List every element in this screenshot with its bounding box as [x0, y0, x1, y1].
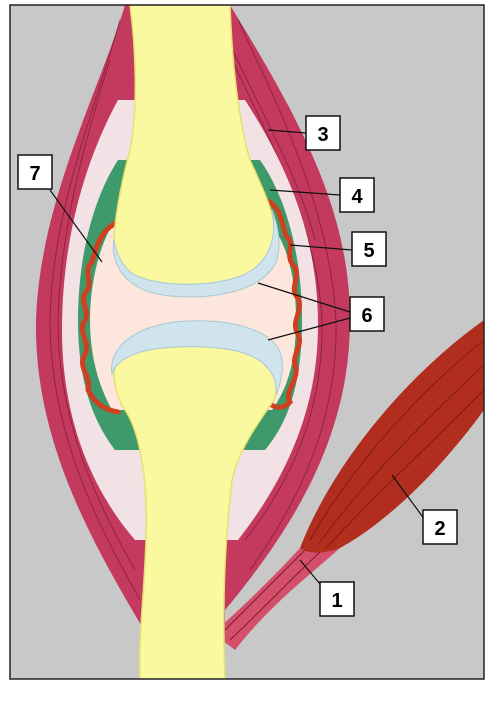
- label-4-text: 4: [351, 186, 363, 208]
- muscle-fibres: [309, 339, 484, 549]
- label-5: 5: [351, 231, 387, 267]
- label-3: 3: [305, 115, 341, 151]
- ligament-fibres: [49, 19, 337, 601]
- label-7: 7: [17, 154, 53, 190]
- label-3-text: 3: [317, 124, 328, 146]
- label-6: 6: [349, 296, 385, 332]
- label-1: 1: [319, 581, 355, 617]
- upper-cartilage: [112, 209, 280, 298]
- muscle: [300, 320, 484, 555]
- lower-cartilage: [111, 320, 283, 396]
- label-1-text: 1: [331, 590, 342, 612]
- synovial-membrane-right: [263, 197, 302, 410]
- label-6-text: 6: [361, 305, 372, 327]
- label-5-text: 5: [363, 240, 374, 262]
- label-2: 2: [422, 509, 458, 545]
- label-4: 4: [339, 177, 375, 213]
- synovial-membrane-left: [80, 219, 121, 415]
- leader-lines: [49, 129, 426, 591]
- frame-border: [9, 4, 485, 680]
- tendon-fibres: [224, 549, 321, 641]
- label-7-text: 7: [29, 163, 40, 185]
- label-2-text: 2: [434, 518, 445, 540]
